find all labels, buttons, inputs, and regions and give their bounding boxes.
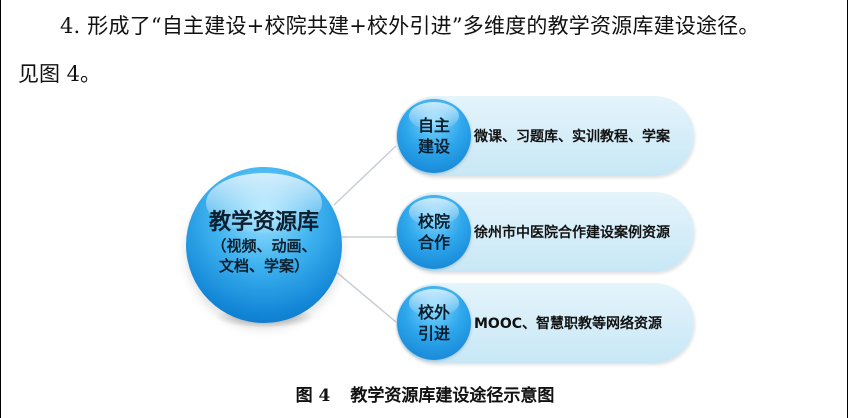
center-circle: 教学资源库 （视频、动画、文档、学案）	[186, 167, 342, 323]
connector-line-bottom	[333, 269, 397, 323]
center-circle-highlight	[206, 173, 322, 233]
branch-text-external: MOOC、智慧职教等网络资源	[474, 316, 663, 332]
center-title: 教学资源库	[208, 210, 319, 235]
figure-number: 图 4	[295, 386, 331, 406]
branch-label-external: 校外引进	[417, 303, 450, 343]
figure-title: 教学资源库建设途径示意图	[350, 386, 555, 406]
branch-text-self-built: 微课、习题库、实训教程、学案	[474, 129, 670, 145]
branch-label-cooperation: 校院合作	[417, 212, 450, 252]
branch-text-cooperation: 徐州市中医院合作建设案例资源	[474, 225, 670, 241]
branch-circle-highlight	[409, 289, 459, 317]
figure-caption: 图 4 教学资源库建设途径示意图	[0, 381, 850, 406]
branch-circle-external: 校外引进	[397, 286, 471, 360]
branch-circle-cooperation: 校院合作	[397, 195, 471, 269]
branch-label-self-built: 自主建设	[417, 116, 450, 156]
connector-line-top	[333, 145, 397, 206]
center-subtitle: （视频、动画、文档、学案）	[211, 237, 317, 275]
branch-circle-highlight	[409, 102, 459, 130]
paragraph-line-1: 4. 形成了“自主建设+校院共建+校外引进”多维度的教学资源库建设途径。	[60, 14, 760, 38]
paragraph-line-2: 见图 4。	[18, 62, 102, 86]
branch-circle-highlight	[409, 198, 459, 226]
branch-circle-self-built: 自主建设	[397, 99, 471, 173]
